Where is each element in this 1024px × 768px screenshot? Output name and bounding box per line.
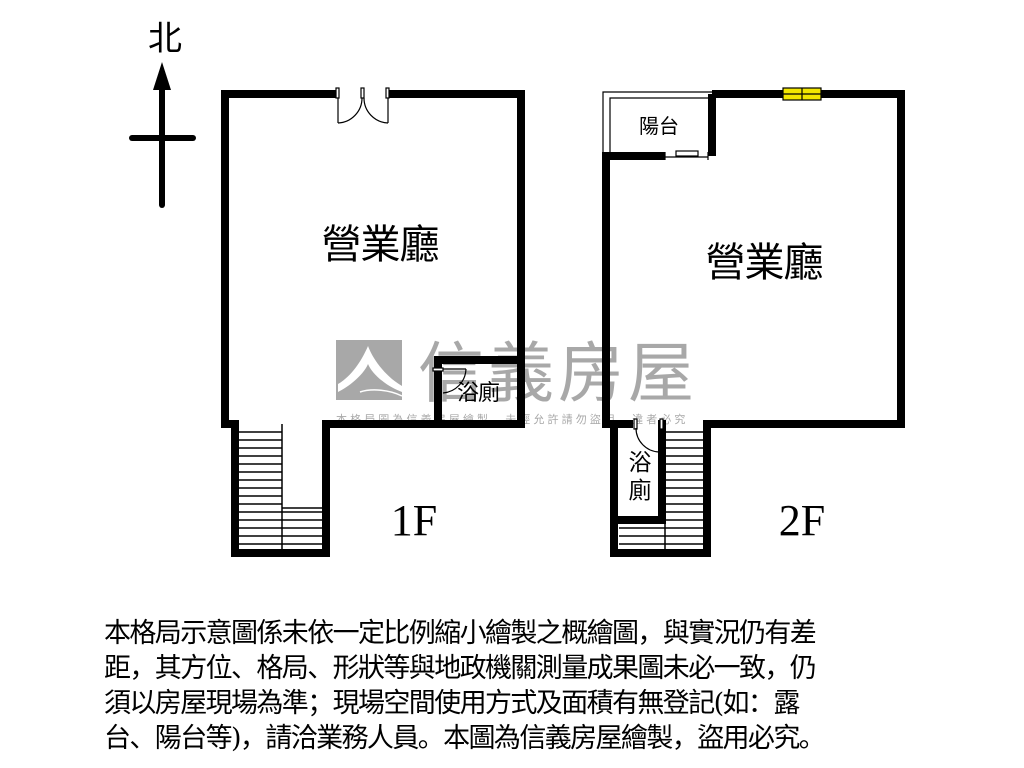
room-label-hall-2f: 營業廳 [706,240,823,286]
disclaimer: 本格局示意圖係未依一定比例縮小繪製之概繪圖，與實況仍有差 距，其方位、格局、形狀… [104,616,924,756]
floor-label-2f: 2F [779,496,825,545]
sliding-door-2f [664,150,709,160]
disclaimer-line: 本格局示意圖係未依一定比例縮小繪製之概繪圖，與實況仍有差 [104,618,817,649]
compass-icon: 北 [129,19,196,208]
walls-1f [221,90,525,557]
compass-label: 北 [148,19,182,59]
double-door-1f [335,87,390,124]
window-2f [782,87,822,101]
floor-2f: 陽台 營業廳 浴 廁 2F [602,87,905,557]
room-label-hall-1f: 營業廳 [322,222,439,268]
room-label-bathroom-2f-line2: 廁 [629,478,652,504]
floor-1f: 營業廳 浴廁 1F [221,87,525,557]
watermark-brand: 信義房屋 [418,335,698,412]
disclaimer-line: 距，其方位、格局、形狀等與地政機關測量成果圖未必一致，仍 [104,653,817,684]
disclaimer-line: 台、陽台等)，請洽業務人員。本圖為信義房屋繪製，盜用必究。 [104,723,826,754]
staircase-2f [619,431,703,552]
staircase-1f [239,424,322,550]
room-label-bathroom-2f-line1: 浴 [629,450,652,476]
bathroom-door-2f [633,418,664,453]
floor-label-1f: 1F [391,496,437,545]
disclaimer-line: 須以房屋現場為準；現場空間使用方式及面積有無登記(如：露 [104,688,800,719]
room-label-balcony-2f: 陽台 [639,114,679,138]
room-label-bathroom-1f: 浴廁 [457,381,499,406]
balcony-2f [602,91,712,152]
bathroom-door-1f [432,367,467,394]
sinyi-logo-icon [336,340,403,400]
